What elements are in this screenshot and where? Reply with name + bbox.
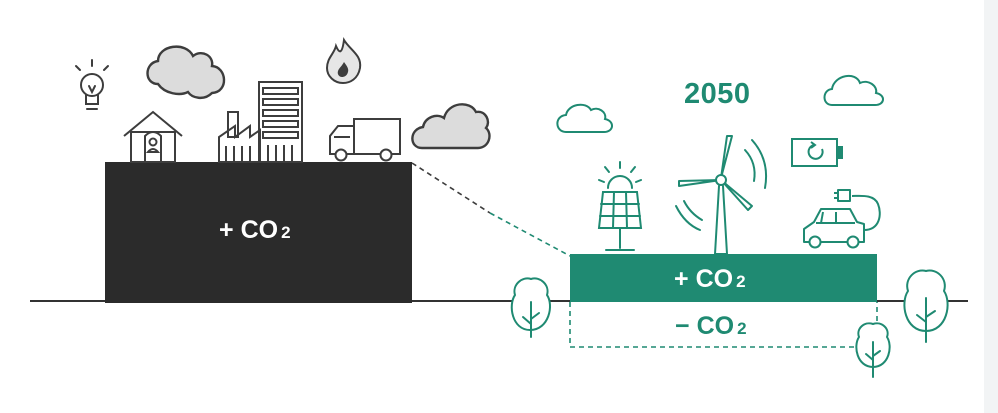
factory-icon — [218, 111, 261, 163]
future-negative-co-text: CO — [696, 312, 735, 340]
flame-icon — [325, 37, 362, 85]
cloud-icon — [823, 74, 884, 106]
year-label: 2050 — [684, 78, 751, 110]
tree-icon — [855, 322, 891, 378]
lightbulb-icon — [75, 59, 109, 110]
emissions-sign: + — [219, 216, 234, 244]
future-positive-co-text: CO — [695, 265, 734, 293]
tree-icon — [510, 277, 551, 338]
truck-icon — [329, 118, 401, 162]
office-building-icon — [258, 81, 303, 163]
tree-icon — [903, 269, 949, 343]
cloud-icon — [146, 45, 226, 99]
emissions-co-text: CO — [240, 216, 279, 244]
emissions-block — [105, 162, 412, 303]
solar-panel-icon — [597, 161, 643, 251]
negative-emissions-box — [569, 302, 878, 348]
battery-icon — [791, 138, 843, 167]
electric-car-icon — [803, 189, 881, 249]
future-positive-subscript: 2 — [736, 272, 746, 291]
future-positive-sign: + — [674, 265, 689, 293]
future-emissions-block — [570, 254, 877, 302]
house-icon — [123, 110, 183, 163]
connector-line-green — [489, 212, 571, 257]
cloud-icon — [411, 103, 491, 150]
cloud-icon — [556, 103, 613, 133]
emissions-subscript: 2 — [281, 223, 291, 242]
connector-line-dark — [411, 162, 491, 214]
right-edge-strip — [984, 0, 998, 413]
future-negative-sign: − — [675, 312, 690, 340]
wind-turbine-icon — [675, 135, 768, 255]
future-negative-subscript: 2 — [737, 319, 747, 338]
